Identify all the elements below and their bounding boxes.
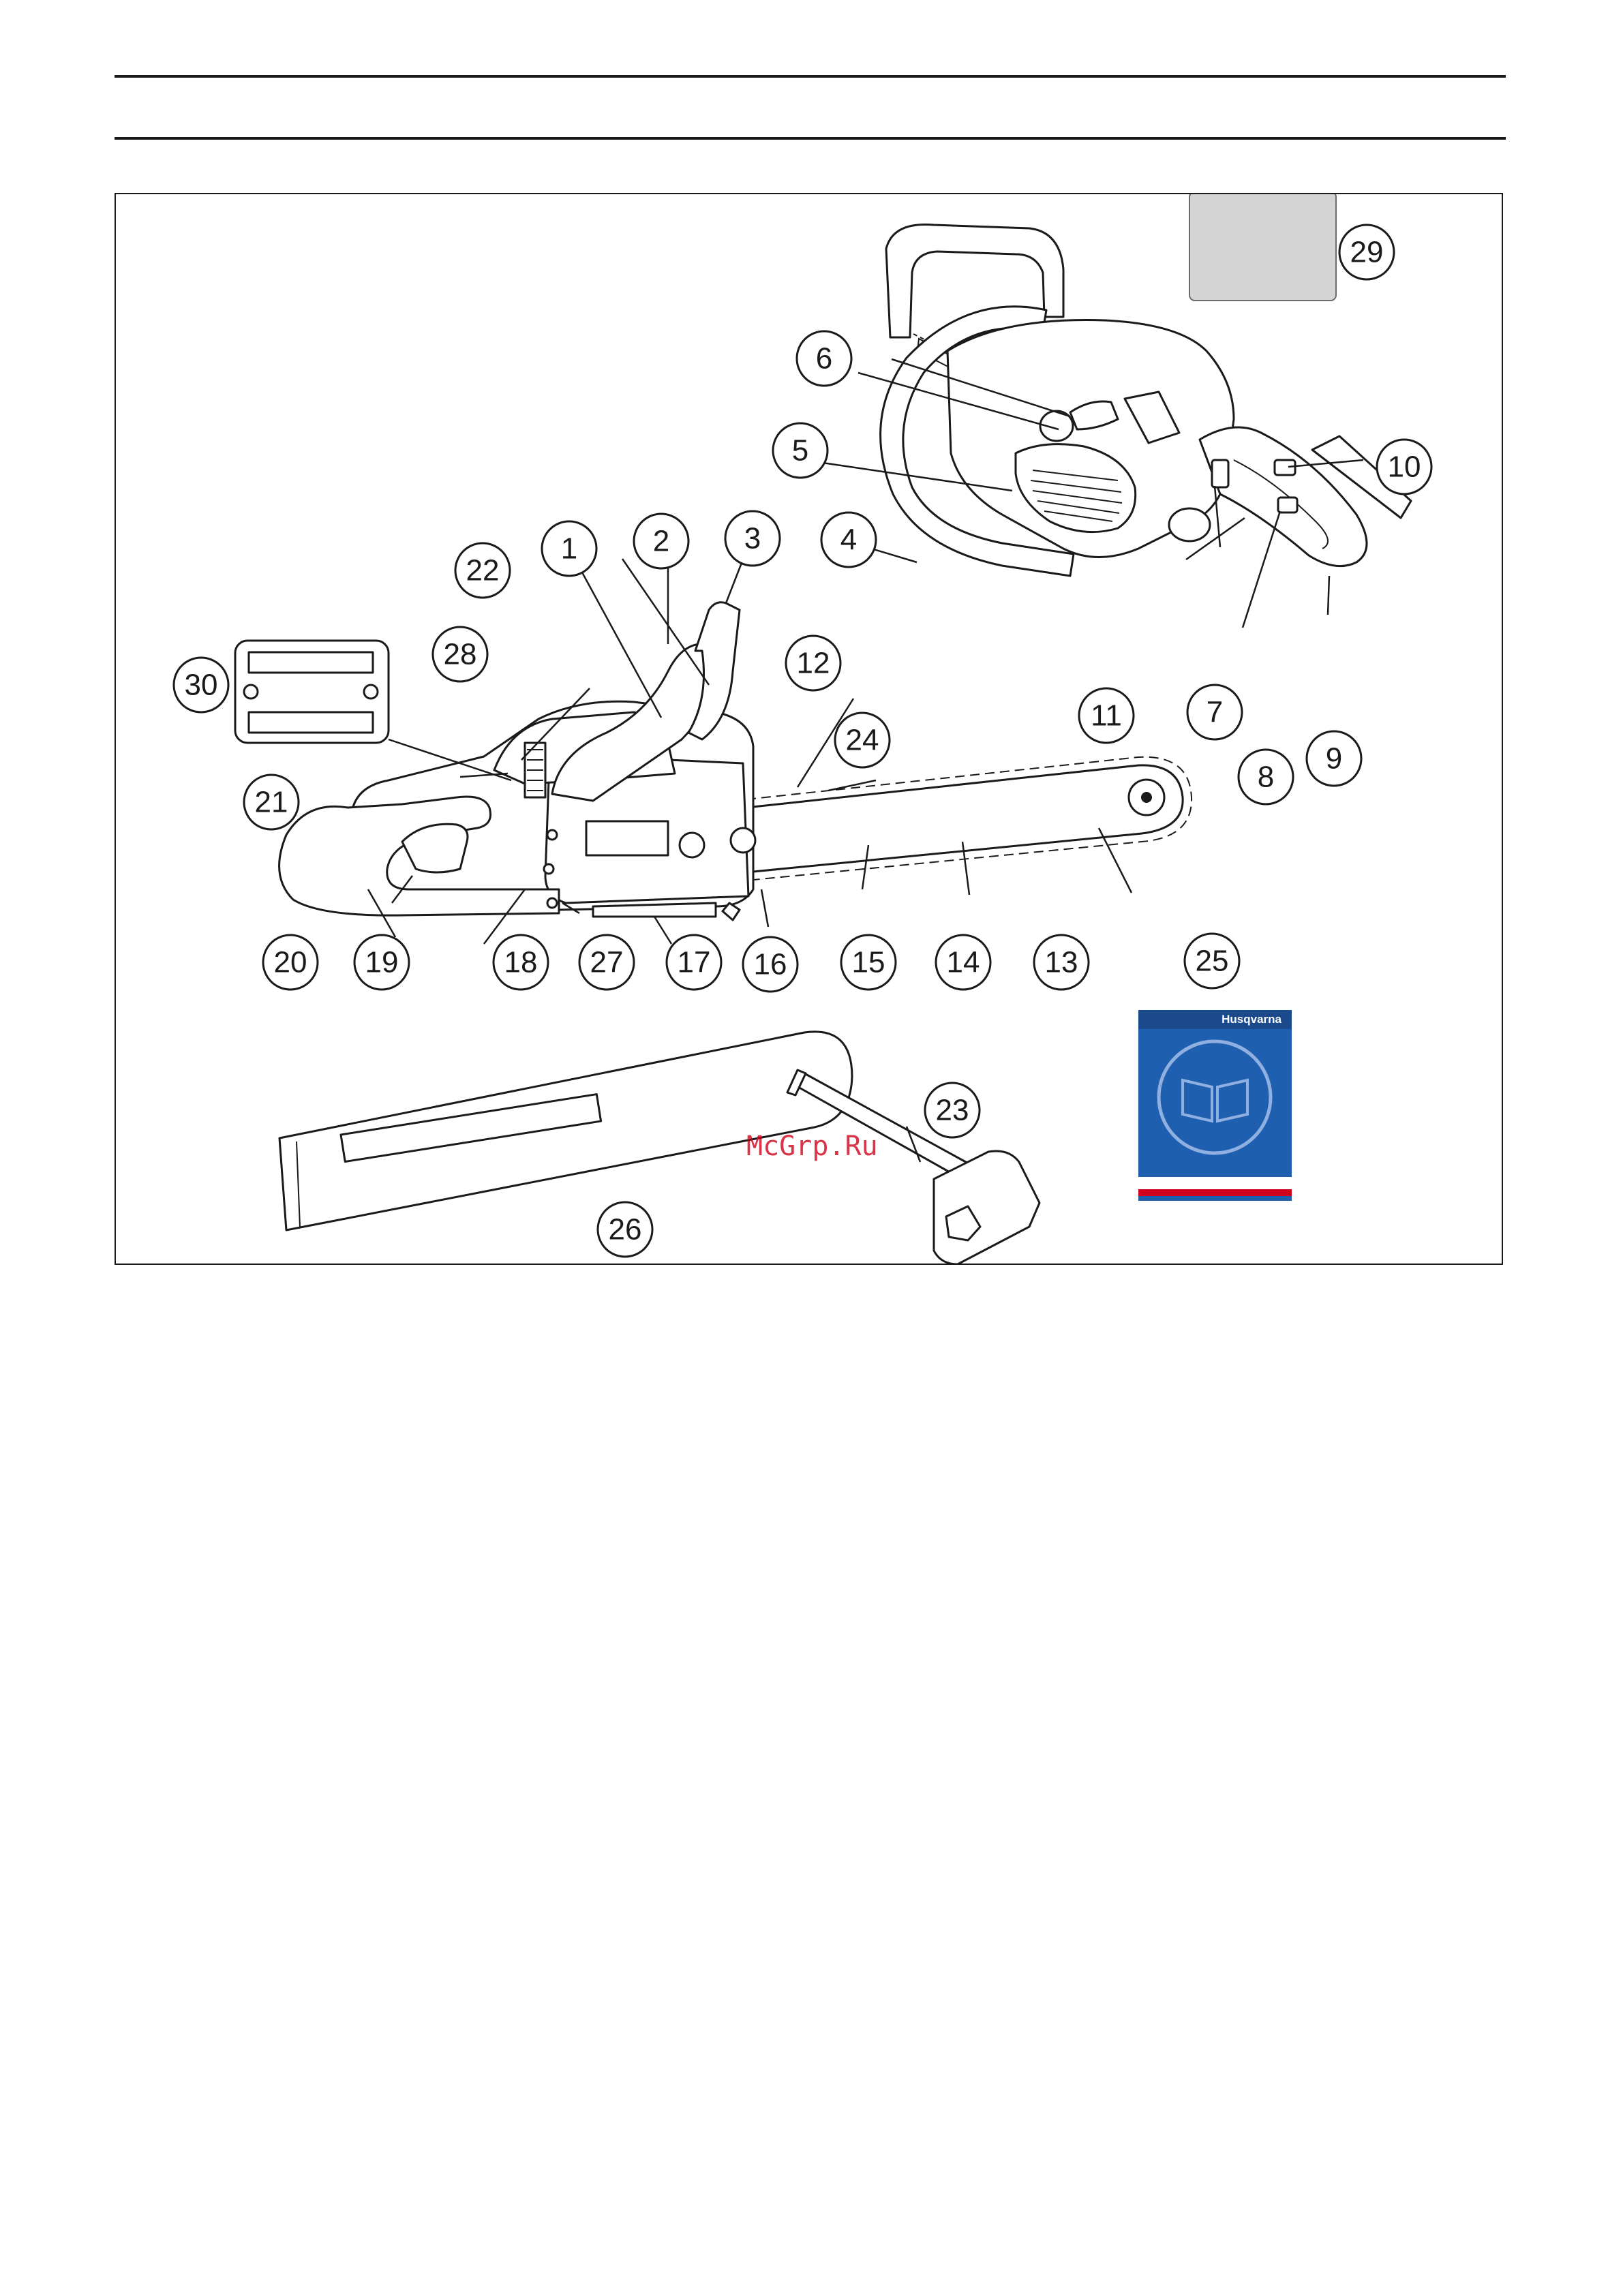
svg-text:10: 10 [1388, 450, 1421, 484]
bar-tip-hub [1141, 792, 1152, 803]
plate-field-top [249, 652, 373, 673]
base-plate [593, 903, 716, 917]
callout-22: 22 [455, 543, 510, 598]
header-rule-top [115, 75, 1506, 78]
callout-11: 11 [1079, 688, 1134, 743]
svg-text:18: 18 [504, 946, 538, 979]
callout-28: 28 [433, 627, 487, 682]
svg-text:8: 8 [1258, 761, 1274, 794]
top-view-stop-switch [1212, 460, 1228, 487]
svg-text:7: 7 [1207, 696, 1223, 729]
svg-text:22: 22 [466, 554, 500, 587]
svg-text:29: 29 [1350, 236, 1384, 269]
svg-text:6: 6 [816, 342, 832, 376]
plate-hole-right [364, 685, 378, 699]
callout-29: 29 [1339, 225, 1394, 279]
svg-text:9: 9 [1326, 742, 1342, 776]
svg-text:17: 17 [678, 946, 711, 979]
svg-text:4: 4 [840, 523, 857, 557]
callout-7: 7 [1187, 685, 1242, 739]
callout-18: 18 [494, 935, 548, 990]
callout-26: 26 [598, 1202, 652, 1257]
svg-text:5: 5 [792, 434, 808, 468]
callout-25: 25 [1185, 934, 1239, 988]
screw-2 [544, 864, 553, 874]
callout-2: 2 [634, 514, 688, 568]
callout-30: 30 [174, 658, 228, 712]
manual-gap [1138, 1177, 1292, 1189]
manual-red-stripe [1138, 1189, 1292, 1196]
svg-text:19: 19 [365, 946, 399, 979]
parts-figure: Husqvarna McGrp.Ru [115, 193, 1503, 1265]
svg-text:20: 20 [274, 946, 307, 979]
plate-field-bottom [249, 712, 373, 733]
screw-3 [547, 898, 557, 908]
top-view-choke-control [1275, 460, 1295, 475]
svg-text:28: 28 [444, 638, 477, 671]
combination-spanner-23 [787, 1070, 1040, 1264]
plate-hole-left [244, 685, 258, 699]
callout-9: 9 [1307, 731, 1361, 786]
callout-13: 13 [1034, 935, 1089, 990]
callout-21: 21 [244, 775, 299, 829]
bar-nut-1 [680, 833, 704, 857]
watermark: McGrp.Ru [746, 1131, 878, 1162]
callout-3: 3 [725, 511, 780, 566]
parts-diagram: Husqvarna McGrp.Ru [116, 194, 1502, 1264]
callout-6: 6 [797, 331, 851, 386]
svg-text:3: 3 [744, 522, 761, 555]
svg-text:26: 26 [609, 1213, 642, 1246]
callout-27: 27 [579, 935, 634, 990]
header-rule-bottom [115, 137, 1506, 140]
product-plate-30 [235, 641, 389, 743]
callout-16: 16 [743, 937, 798, 992]
svg-text:1: 1 [561, 532, 577, 566]
svg-text:24: 24 [846, 724, 879, 757]
callout-23: 23 [925, 1083, 980, 1137]
callout-19: 19 [354, 935, 409, 990]
svg-text:25: 25 [1196, 945, 1229, 978]
svg-text:23: 23 [936, 1094, 969, 1127]
clutch-cover-decal [586, 821, 668, 855]
svg-text:2: 2 [653, 525, 669, 558]
manual-blue-stripe [1138, 1196, 1292, 1201]
svg-text:16: 16 [754, 948, 787, 981]
chainsaw-side-view [279, 602, 1192, 920]
svg-text:15: 15 [852, 946, 885, 979]
bar-nut-2 [731, 828, 755, 853]
callout-8: 8 [1239, 750, 1293, 804]
callout-5: 5 [773, 423, 828, 478]
callout-24: 24 [835, 713, 890, 767]
svg-text:13: 13 [1045, 946, 1078, 979]
svg-text:14: 14 [947, 946, 980, 979]
manual-brand: Husqvarna [1222, 1013, 1281, 1026]
screw-1 [547, 830, 557, 840]
callout-17: 17 [667, 935, 721, 990]
callout-1: 1 [542, 521, 596, 576]
chainsaw-top-view [881, 194, 1411, 576]
callout-4: 4 [821, 512, 876, 567]
callout-20: 20 [263, 935, 318, 990]
svg-text:30: 30 [185, 669, 218, 702]
callout-12: 12 [786, 636, 840, 690]
svg-text:27: 27 [590, 946, 624, 979]
info-label-29 [1189, 194, 1336, 301]
top-view-throttle-lockout [1278, 498, 1297, 512]
svg-text:11: 11 [1091, 699, 1122, 733]
svg-text:12: 12 [797, 647, 830, 680]
operators-manual-25: Husqvarna [1138, 1010, 1292, 1201]
callout-10: 10 [1377, 440, 1431, 494]
top-view-starter-handle [1169, 508, 1210, 541]
callout-15: 15 [841, 935, 896, 990]
callout-14: 14 [936, 935, 990, 990]
svg-text:21: 21 [255, 786, 288, 819]
